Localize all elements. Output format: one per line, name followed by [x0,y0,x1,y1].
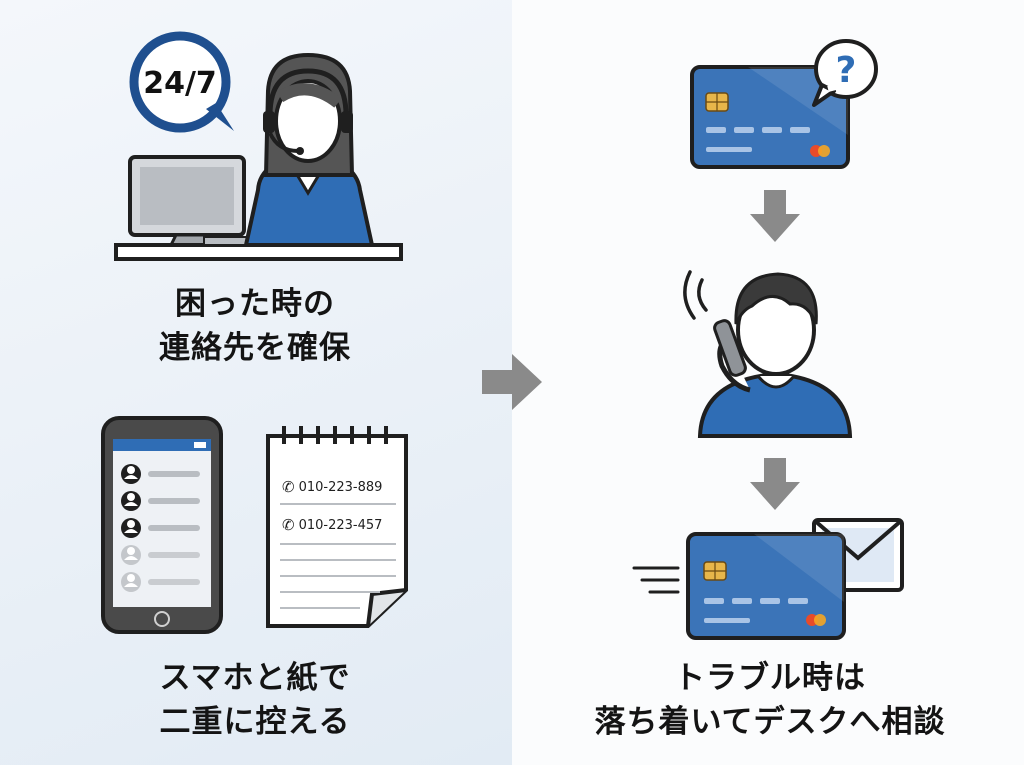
desk-icon [114,243,403,261]
support-caption: 困った時の 連絡先を確保 [159,286,351,366]
arrow-right-icon [482,354,542,410]
list-item [121,518,200,538]
speed-lines-icon [632,566,680,594]
list-item [121,491,200,511]
card-and-mail-illustration [632,518,904,640]
calling-person-illustration [683,270,853,438]
trouble-caption: トラブル時は 落ち着いてデスクへ相談 [594,660,946,740]
credit-card-icon [686,532,846,640]
person-icon [697,272,853,438]
contact-list [121,464,200,592]
phone-handset-icon [713,319,751,393]
arrow-down-icon [750,190,800,242]
phone-icon: ✆ [282,516,295,534]
phone-icon: ✆ [282,478,295,496]
paper-notepad: ✆ 010-223-889 ✆ 010-223-457 [264,422,410,630]
phone-entry-1: ✆ 010-223-889 [282,478,383,496]
list-item [121,572,200,592]
availability-badge: 24/7 [143,66,217,101]
credit-card-question-illustration: ? [690,39,878,169]
list-item [121,545,200,565]
phone-entry-2: ✆ 010-223-457 [282,516,383,534]
svg-text:?: ? [836,50,857,91]
smartphone-contacts-illustration [101,416,223,634]
left-panel [0,0,512,765]
list-item [121,464,200,484]
operator-icon [243,52,375,247]
question-bubble-icon: ? [812,39,878,107]
arrow-down-icon [750,458,800,510]
notepad-icon [266,426,408,628]
speech-bubble-icon: 24/7 [129,31,234,133]
backup-caption: スマホと紙で 二重に控える [159,660,351,740]
support-operator-illustration: 24/7 [114,31,403,261]
monitor-icon [128,155,246,249]
sound-waves-icon [683,270,708,320]
